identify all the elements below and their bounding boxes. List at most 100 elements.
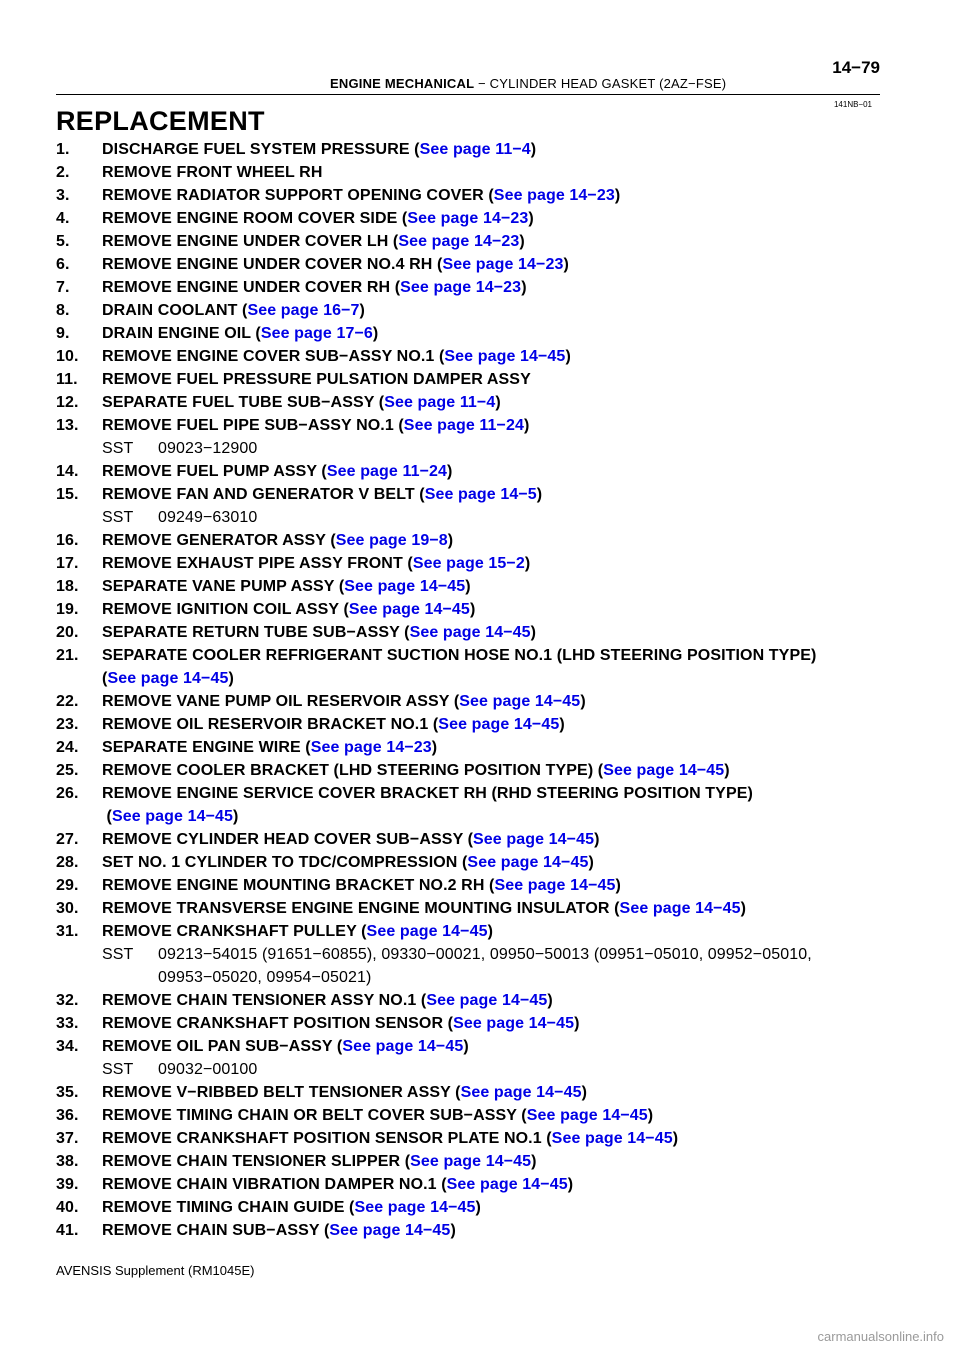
- step-text-open: (: [102, 808, 112, 825]
- step-text-line: REMOVE OIL PAN SUB−ASSY (See page 14−45): [102, 1035, 886, 1058]
- procedure-step: 25.REMOVE COOLER BRACKET (LHD STEERING P…: [56, 759, 886, 782]
- procedure-step: 24.SEPARATE ENGINE WIRE (See page 14−23): [56, 736, 886, 759]
- procedure-step: 2.REMOVE FRONT WHEEL RH: [56, 161, 886, 184]
- page-reference-link[interactable]: See page 15−2: [412, 555, 525, 572]
- page-reference-link[interactable]: See page 14−45: [426, 992, 548, 1009]
- step-text-close: ): [547, 992, 553, 1009]
- page-reference-link[interactable]: See page 14−23: [400, 279, 522, 296]
- step-text-close: ): [447, 463, 453, 480]
- page-reference-link[interactable]: See page 14−45: [467, 854, 589, 871]
- step-number: 3.: [56, 187, 70, 204]
- step-text: REMOVE CHAIN TENSIONER ASSY NO.1 (: [102, 992, 427, 1009]
- procedure-step: 8.DRAIN COOLANT (See page 16−7): [56, 299, 886, 322]
- procedure-step: 40.REMOVE TIMING CHAIN GUIDE (See page 1…: [56, 1196, 886, 1219]
- page-reference-link[interactable]: See page 14−45: [526, 1107, 648, 1124]
- procedure-step: 4.REMOVE ENGINE ROOM COVER SIDE (See pag…: [56, 207, 886, 230]
- page-reference-link[interactable]: See page 14−45: [473, 831, 595, 848]
- step-number: 25.: [56, 762, 79, 779]
- page-reference-link[interactable]: See page 14−45: [354, 1199, 476, 1216]
- procedure-step: 30.REMOVE TRANSVERSE ENGINE ENGINE MOUNT…: [56, 897, 886, 920]
- procedure-step: 36.REMOVE TIMING CHAIN OR BELT COVER SUB…: [56, 1104, 886, 1127]
- page-reference-link[interactable]: See page 14−45: [619, 900, 741, 917]
- page-reference-link[interactable]: See page 14−45: [366, 923, 488, 940]
- step-text: REMOVE FUEL PRESSURE PULSATION DAMPER AS…: [102, 371, 531, 388]
- header-subject: CYLINDER HEAD GASKET (2AZ−FSE): [489, 76, 727, 91]
- procedure-step: 41.REMOVE CHAIN SUB−ASSY (See page 14−45…: [56, 1219, 886, 1242]
- footer-manual-id: AVENSIS Supplement (RM1045E): [56, 1263, 255, 1278]
- page-reference-link[interactable]: See page 11−24: [326, 463, 448, 480]
- step-number: 28.: [56, 854, 79, 871]
- page-reference-link[interactable]: See page 14−23: [493, 187, 615, 204]
- procedure-step: 19.REMOVE IGNITION COIL ASSY (See page 1…: [56, 598, 886, 621]
- page-reference-link[interactable]: See page 14−45: [551, 1130, 673, 1147]
- page-reference-link[interactable]: See page 14−5: [424, 486, 537, 503]
- step-text: REMOVE TIMING CHAIN GUIDE (: [102, 1199, 355, 1216]
- step-number: 15.: [56, 486, 79, 503]
- page-reference-link[interactable]: See page 14−23: [407, 210, 529, 227]
- procedure-step: 27.REMOVE CYLINDER HEAD COVER SUB−ASSY (…: [56, 828, 886, 851]
- page-reference-link[interactable]: See page 14−23: [310, 739, 432, 756]
- step-text: SEPARATE ENGINE WIRE (: [102, 739, 311, 756]
- step-text-line: REMOVE CHAIN VIBRATION DAMPER NO.1 (See …: [102, 1173, 886, 1196]
- step-text-close: ): [588, 854, 594, 871]
- page-reference-link[interactable]: See page 14−45: [603, 762, 725, 779]
- page-reference-link[interactable]: See page 14−45: [348, 601, 470, 618]
- page-reference-link[interactable]: See page 14−45: [329, 1222, 451, 1239]
- step-text: REMOVE ENGINE UNDER COVER LH (: [102, 233, 399, 250]
- step-number: 33.: [56, 1015, 79, 1032]
- step-number: 19.: [56, 601, 79, 618]
- step-number: 37.: [56, 1130, 79, 1147]
- step-text-line: SEPARATE COOLER REFRIGERANT SUCTION HOSE…: [102, 644, 886, 667]
- procedure-step: 21.SEPARATE COOLER REFRIGERANT SUCTION H…: [56, 644, 886, 690]
- page-reference-link[interactable]: See page 11−4: [384, 394, 496, 411]
- page-reference-link[interactable]: See page 14−45: [453, 1015, 575, 1032]
- sst-label: SST: [102, 509, 134, 526]
- procedure-step: 5.REMOVE ENGINE UNDER COVER LH (See page…: [56, 230, 886, 253]
- page-reference-link[interactable]: See page 17−6: [260, 325, 373, 342]
- step-text: REMOVE GENERATOR ASSY (: [102, 532, 336, 549]
- procedure-step: 15.REMOVE FAN AND GENERATOR V BELT (See …: [56, 483, 886, 529]
- step-text-close: ): [228, 670, 234, 687]
- procedure-step: 18.SEPARATE VANE PUMP ASSY (See page 14−…: [56, 575, 886, 598]
- watermark: carmanualsonline.info: [817, 1329, 944, 1344]
- page-reference-link[interactable]: See page 14−45: [494, 877, 616, 894]
- page-reference-link[interactable]: See page 14−45: [444, 348, 566, 365]
- page-reference-link[interactable]: See page 14−23: [442, 256, 564, 273]
- step-number: 17.: [56, 555, 79, 572]
- sst-label: SST: [102, 440, 134, 457]
- page-reference-link[interactable]: See page 14−45: [410, 1153, 532, 1170]
- step-text-close: ): [521, 279, 527, 296]
- step-number: 29.: [56, 877, 79, 894]
- step-text-line: REMOVE FUEL PRESSURE PULSATION DAMPER AS…: [102, 368, 886, 391]
- step-text-close: ): [495, 394, 501, 411]
- page-reference-link[interactable]: See page 14−45: [107, 670, 229, 687]
- procedure-step: 35.REMOVE V−RIBBED BELT TENSIONER ASSY (…: [56, 1081, 886, 1104]
- page-reference-link[interactable]: See page 14−45: [459, 693, 581, 710]
- page-reference-link[interactable]: See page 14−45: [438, 716, 560, 733]
- step-number: 36.: [56, 1107, 79, 1124]
- page-reference-link[interactable]: See page 14−45: [342, 1038, 464, 1055]
- step-text: REMOVE ENGINE COVER SUB−ASSY NO.1 (: [102, 348, 445, 365]
- page-reference-link[interactable]: See page 11−24: [403, 417, 524, 434]
- page-reference-link[interactable]: See page 14−45: [111, 808, 234, 825]
- page-reference-link[interactable]: See page 14−23: [398, 233, 520, 250]
- page-reference-link[interactable]: See page 14−45: [446, 1176, 568, 1193]
- step-number: 31.: [56, 923, 79, 940]
- header-section: ENGINE MECHANICAL: [330, 76, 475, 91]
- step-text-line: REMOVE GENERATOR ASSY (See page 19−8): [102, 529, 886, 552]
- page-reference-link[interactable]: See page 14−45: [460, 1084, 582, 1101]
- page-reference-link[interactable]: See page 19−8: [335, 532, 448, 549]
- step-text: REMOVE CRANKSHAFT POSITION SENSOR (: [102, 1015, 454, 1032]
- sst-label: SST: [102, 946, 134, 963]
- step-text-close: ): [724, 762, 730, 779]
- step-text: REMOVE OIL RESERVOIR BRACKET NO.1 (: [102, 716, 439, 733]
- page-reference-link[interactable]: See page 14−45: [409, 624, 531, 641]
- procedure-step: 38.REMOVE CHAIN TENSIONER SLIPPER (See p…: [56, 1150, 886, 1173]
- procedure-step: 34.REMOVE OIL PAN SUB−ASSY (See page 14−…: [56, 1035, 886, 1081]
- step-text-line: SEPARATE ENGINE WIRE (See page 14−23): [102, 736, 886, 759]
- sst-tool-numbers: 09249−63010: [158, 509, 258, 526]
- step-text-close: ): [565, 348, 571, 365]
- page-reference-link[interactable]: See page 16−7: [247, 302, 360, 319]
- page-reference-link[interactable]: See page 14−45: [344, 578, 466, 595]
- page-reference-link[interactable]: See page 11−4: [419, 141, 531, 158]
